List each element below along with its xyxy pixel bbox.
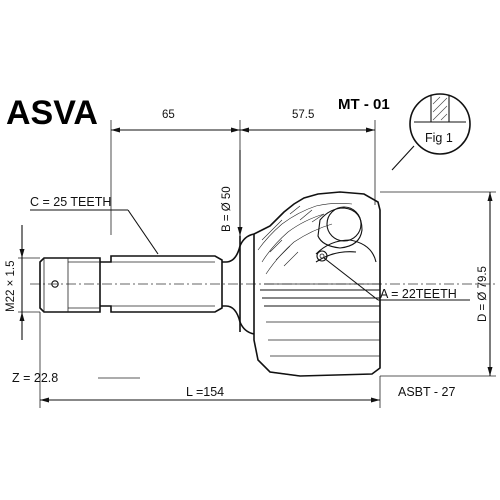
outer-race-body [253, 191, 381, 377]
dimension-total-length: L =154 [186, 385, 224, 399]
figure-1-detail: Fig 1 [409, 93, 471, 155]
figure-leader-line [391, 145, 415, 171]
figure-label: Fig 1 [425, 131, 453, 145]
part-number: MT - 01 [338, 96, 390, 113]
total-length-dimension [39, 312, 381, 408]
d-diameter-dimension [380, 191, 496, 377]
inner-teeth-leader [323, 257, 379, 301]
label-outer-teeth: C = 25 TEETH [30, 195, 111, 209]
brand-logo: ASVA [6, 94, 98, 132]
dimension-57-5: 57.5 [292, 109, 314, 121]
top-dimension-lines [110, 120, 376, 236]
dimension-offset: Z = 22.8 [12, 371, 58, 385]
b-diameter-dimension [237, 150, 243, 236]
thread-dimension [18, 225, 40, 340]
label-abs-teeth: ASBT - 27 [398, 385, 455, 399]
dimension-d-diameter: D = Ø 79.5 [477, 266, 489, 322]
dimension-thread: M22 × 1.5 [5, 261, 17, 312]
dimension-b-diameter: B = Ø 50 [221, 186, 233, 232]
label-inner-teeth: A = 22TEETH [380, 287, 457, 301]
outer-teeth-leader [127, 209, 159, 255]
dimension-65: 65 [162, 109, 175, 121]
stub-shaft [39, 233, 255, 335]
